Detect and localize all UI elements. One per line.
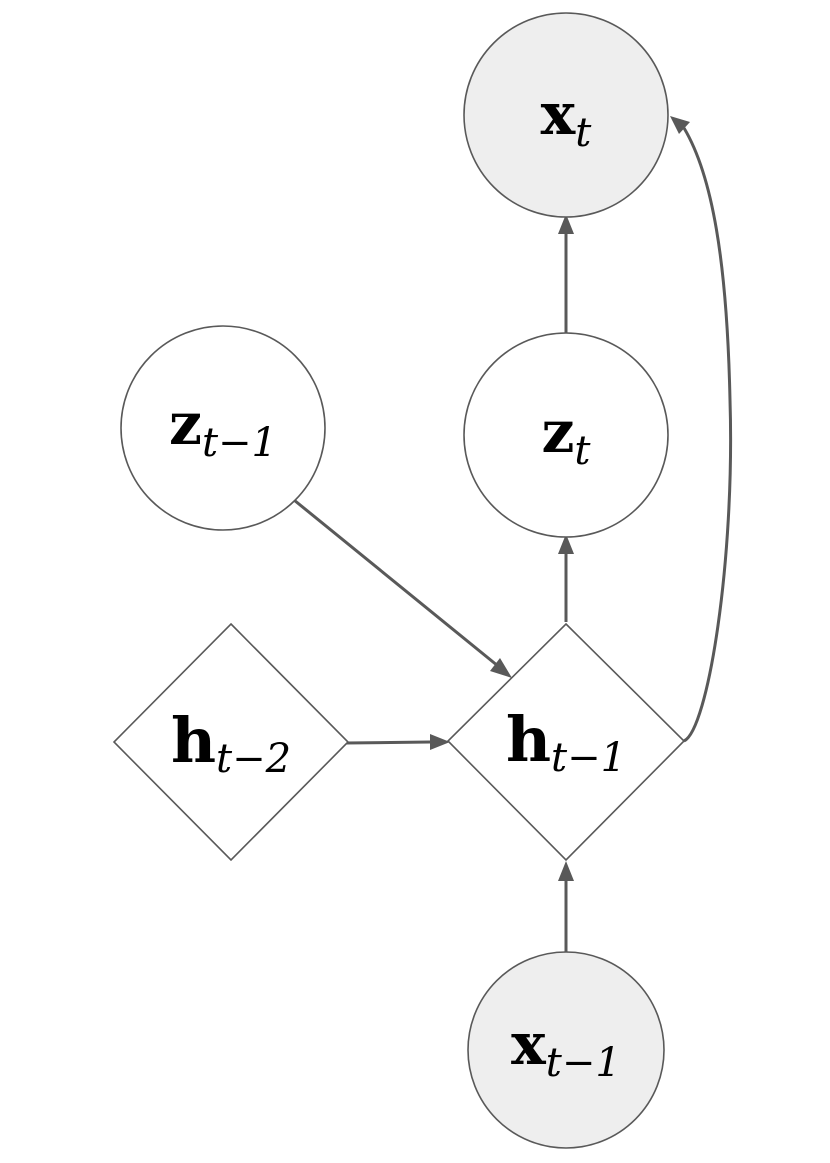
node-z-t-minus-1-subscript: t−1 bbox=[202, 420, 277, 466]
node-h-t-minus-1: ht−1 bbox=[446, 622, 686, 862]
node-z-t-minus-1: zt−1 bbox=[120, 325, 326, 531]
svg-text:zt−1: zt−1 bbox=[169, 390, 277, 466]
node-h-t-minus-2: ht−2 bbox=[112, 622, 350, 862]
node-z-t-subscript: t bbox=[574, 428, 591, 474]
edge-h-t-minus-1-to-x-t-curved bbox=[670, 116, 733, 743]
edge-z-t-minus-1-to-h-t-minus-1 bbox=[293, 498, 512, 678]
node-z-t-minus-1-symbol: z bbox=[169, 390, 202, 458]
svg-text:xt−1: xt−1 bbox=[511, 1010, 621, 1086]
svg-text:xt: xt bbox=[541, 80, 593, 156]
svg-text:ht−2: ht−2 bbox=[171, 704, 291, 782]
node-x-t-symbol: x bbox=[541, 80, 576, 148]
node-z-t: zt bbox=[463, 332, 669, 538]
node-x-t-minus-1-symbol: x bbox=[511, 1010, 546, 1078]
node-h-t-minus-2-symbol: h bbox=[171, 704, 216, 777]
edge-h-t-minus-1-to-z-t bbox=[558, 534, 574, 622]
edge-z-t-to-x-t bbox=[558, 214, 574, 336]
edge-h-t-minus-2-to-h-t-minus-1 bbox=[345, 734, 450, 750]
node-z-t-symbol: z bbox=[541, 398, 574, 466]
node-x-t-subscript: t bbox=[575, 110, 592, 156]
node-h-t-minus-2-subscript: t−2 bbox=[216, 736, 291, 782]
svg-text:zt: zt bbox=[541, 398, 591, 474]
node-x-t: xt bbox=[463, 12, 669, 218]
node-x-t-minus-1: xt−1 bbox=[467, 951, 665, 1149]
edges bbox=[293, 116, 733, 955]
node-h-t-minus-1-symbol: h bbox=[506, 703, 551, 776]
edge-x-t-minus-1-to-h-t-minus-1 bbox=[558, 861, 574, 955]
svg-text:ht−1: ht−1 bbox=[506, 703, 626, 781]
node-h-t-minus-1-subscript: t−1 bbox=[551, 735, 626, 781]
node-x-t-minus-1-subscript: t−1 bbox=[546, 1040, 621, 1086]
